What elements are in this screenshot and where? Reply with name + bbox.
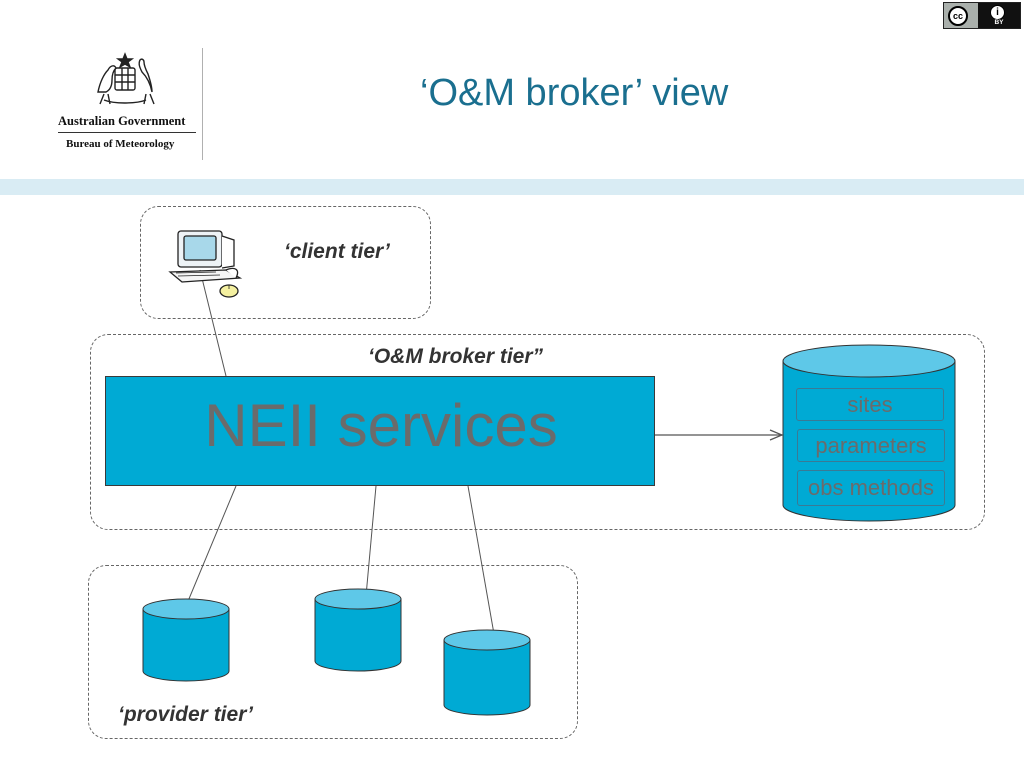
- catalogue-cylinder-icon: [782, 344, 956, 522]
- provider-cylinder-icon: [142, 598, 230, 682]
- desktop-computer-icon: [168, 230, 243, 298]
- provider-cylinder-icon: [443, 629, 531, 716]
- neii-services-label: NEII services: [204, 392, 558, 459]
- government-name: Australian Government: [58, 114, 186, 128]
- logo-divider: [202, 48, 203, 160]
- coat-of-arms-icon: [97, 52, 155, 105]
- catalogue-entry-parameters: parameters: [797, 429, 945, 462]
- government-logo: Australian Government Bureau of Meteorol…: [52, 52, 202, 162]
- license-badge: cc i BY: [943, 2, 1021, 29]
- broker-tier-box: [90, 334, 985, 530]
- attribution-icon: i: [990, 5, 1005, 20]
- logo-rule: [58, 132, 196, 133]
- client-tier-box: [140, 206, 431, 319]
- by-label: BY: [994, 19, 1004, 26]
- provider-connector-middle: [365, 485, 377, 597]
- broker-tier-label: ‘O&M broker tier”: [368, 345, 544, 368]
- page-title: ‘O&M broker’ view: [420, 72, 729, 114]
- provider-connector-right: [467, 485, 495, 635]
- cc-icon: cc: [948, 6, 968, 26]
- provider-tier-label: ‘provider tier’: [118, 703, 253, 726]
- provider-connector-left: [185, 485, 237, 607]
- client-connector: [199, 269, 227, 377]
- client-tier-label: ‘client tier’: [284, 240, 390, 263]
- header-band: [0, 179, 1024, 195]
- bureau-name: Bureau of Meteorology: [66, 138, 175, 150]
- catalogue-entry-sites: sites: [796, 388, 944, 421]
- provider-cylinder-icon: [314, 588, 402, 672]
- neii-services-box: NEII services: [105, 376, 655, 486]
- provider-tier-box: [88, 565, 578, 739]
- catalogue-entry-obs-methods: obs methods: [797, 470, 945, 506]
